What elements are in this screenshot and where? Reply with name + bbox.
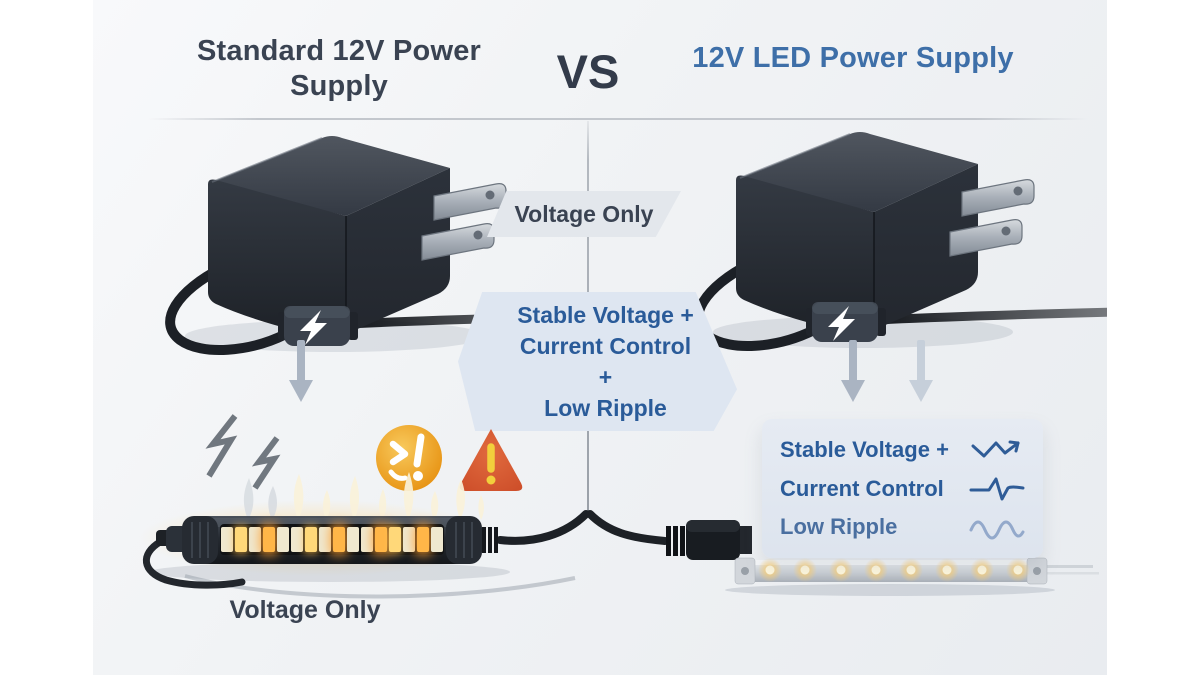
feature-label: Stable Voltage + (780, 437, 949, 463)
down-arrow-icon (908, 340, 934, 402)
overdriven-strip-segments (220, 526, 444, 553)
led-dots (758, 558, 1030, 582)
right-title: 12V LED Power Supply (692, 42, 1014, 74)
voltage-only-tag: Voltage Only (487, 191, 681, 237)
feature-row: Current Control (780, 476, 1025, 502)
header-divider-line (148, 118, 1088, 120)
sine-wave-icon (969, 514, 1025, 540)
pulse-wave-icon (969, 476, 1025, 502)
warning-triangle-icon (459, 429, 523, 491)
led-power-adapter-illustration (678, 114, 1107, 374)
voltage-only-tag-label: Voltage Only (514, 200, 654, 227)
spike-wave-icon (969, 437, 1025, 463)
left-title: Standard 12V Power Supply (196, 35, 482, 102)
hazard-icons-cluster (205, 414, 442, 491)
led-driver-tag: Stable Voltage + Current Control + Low R… (458, 292, 738, 431)
driver-tag-line: + (598, 363, 613, 390)
led-driver-feature-box: Stable Voltage + Current Control Low Rip… (762, 419, 1043, 558)
down-arrow-icon (840, 340, 866, 402)
feature-row: Low Ripple (780, 514, 1025, 540)
even-led-strip (734, 557, 1099, 585)
feature-label: Current Control (780, 475, 944, 501)
feature-label: Low Ripple (780, 513, 898, 539)
alert-circle-icon (376, 425, 442, 491)
comparison-stage: Standard 12V Power Supply VS 12V LED Pow… (93, 0, 1107, 675)
driver-tag-line: Low Ripple (544, 394, 667, 421)
vs-label: VS (556, 45, 620, 98)
left-caption: Voltage Only (229, 596, 381, 624)
flame-icons (243, 472, 484, 520)
driver-tag-line: Stable Voltage + (517, 301, 694, 328)
driver-tag-line: Current Control (519, 332, 692, 359)
feature-row: Stable Voltage + (780, 437, 1025, 463)
zigzag-noise-icon (205, 414, 281, 490)
down-arrow-icon (288, 340, 314, 402)
strip-connector (666, 520, 752, 560)
